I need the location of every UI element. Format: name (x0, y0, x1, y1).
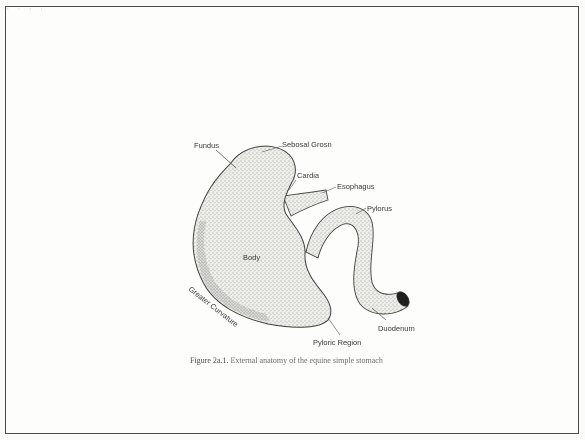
figure-caption: Figure 2a.1. External anatomy of the equ… (190, 355, 405, 366)
label-pyloric-region: Pyloric Region (313, 338, 361, 347)
leader-fundus (216, 150, 236, 168)
esophagus-shape (283, 190, 328, 216)
label-greater-curvature-top: Sebosal Grosn (282, 140, 332, 149)
label-cardia: Cardia (297, 171, 320, 180)
label-body: Body (243, 253, 260, 262)
label-pylorus: Pylorus (367, 204, 392, 213)
figure-number: Figure 2a.1. (190, 356, 228, 365)
label-duodenum: Duodenum (378, 324, 415, 333)
label-esophagus: Esophagus (337, 182, 375, 191)
label-fundus: Fundus (194, 141, 219, 150)
leader-pyloric-region (328, 318, 340, 335)
caption-text: External anatomy of the equine simple st… (230, 356, 382, 365)
